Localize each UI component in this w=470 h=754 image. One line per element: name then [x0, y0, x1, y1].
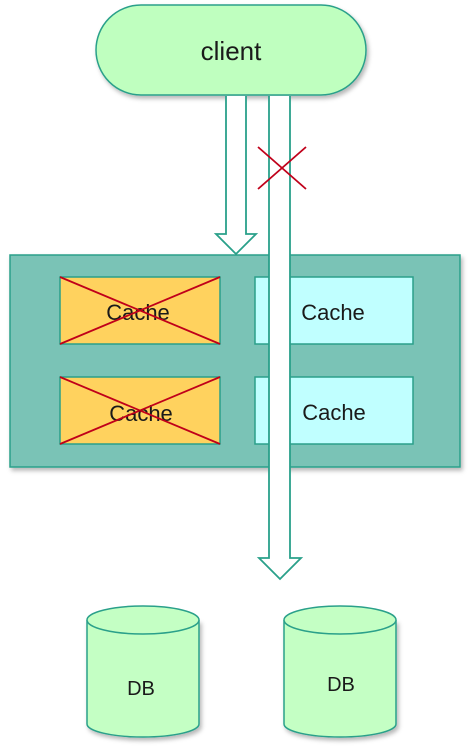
cache-label: Cache	[109, 401, 173, 426]
database-cylinder: DB	[283, 605, 397, 738]
db-label: DB	[327, 674, 355, 696]
passthrough-request-arrow	[256, 96, 304, 581]
cache-label: Cache	[302, 400, 366, 425]
client-node: client	[95, 4, 367, 96]
cache-label: Cache	[301, 300, 365, 325]
blocked-cross-icon	[257, 146, 307, 190]
db-label: DB	[127, 678, 155, 700]
client-label: client	[201, 36, 262, 66]
failure-cross-line	[59, 276, 221, 345]
blocked-request-arrow	[213, 96, 259, 256]
cache-node-failed: Cache	[59, 276, 221, 345]
database-cylinder: DB	[86, 605, 200, 738]
cache-node-failed: Cache	[59, 376, 221, 445]
failure-cross-line	[59, 376, 221, 445]
